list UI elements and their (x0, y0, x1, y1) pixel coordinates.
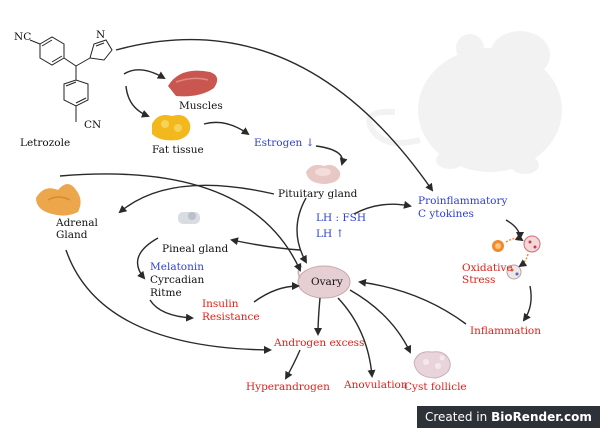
arrow-ovary-to-anovulation (337, 297, 376, 378)
melatonin-label: Melatonin (150, 261, 204, 273)
cyano-group-bottom: CN (84, 119, 101, 131)
cyst-follicle-label: Cyst follicle (404, 381, 467, 393)
pituitary-gland-label: Pituitary gland (278, 188, 358, 200)
arrow-pituitary-to-ovary (296, 197, 307, 264)
arrow-estrogen-to-pituitary (315, 145, 348, 166)
oxidative-stress-label-line2: Stress (462, 274, 495, 286)
arrow-inflammation-to-ovary (358, 278, 467, 325)
arrow-androgen-to-hyperandrogen (285, 349, 301, 380)
muscles-label: Muscles (179, 100, 223, 112)
proinflammatory-label-line1: Proinflammatory (418, 195, 508, 207)
arrow-cytokines-to-oxidative (505, 219, 524, 240)
anovulation-label: Anovulation (343, 379, 408, 391)
rat-watermark (366, 31, 562, 174)
pituitary-gland-icon (306, 164, 341, 184)
lh-up-label: LH ↑ (316, 228, 344, 240)
insulin-resistance-label-line1: Insulin (202, 298, 239, 310)
arrow-letrozole-to-fat (125, 85, 150, 118)
fat-tissue-label: Fat tissue (152, 144, 204, 156)
letrozole-label: Letrozole (20, 137, 70, 149)
arrow-insulin-to-ovary (253, 282, 300, 303)
badge-brand: BioRender.com (491, 410, 592, 424)
arrow-letrozole-to-cytokines (115, 38, 434, 192)
arrow-oxidative-to-inflammation (522, 285, 532, 322)
insulin-resistance-label-line2: Resistance (202, 311, 260, 323)
adrenal-gland-icon (36, 184, 81, 216)
pathway-arrows (59, 38, 532, 380)
circadian-label-line2: Ritme (150, 287, 182, 299)
arrow-ovary-to-pineal (230, 237, 301, 251)
proinflammatory-label-line2: C ytokines (418, 208, 474, 220)
adrenal-label-line2: Gland (56, 229, 88, 241)
arrow-letrozole-to-muscles (123, 69, 166, 80)
hyperandrogen-label: Hyperandrogen (246, 381, 330, 393)
letrozole-structure (29, 36, 113, 122)
androgen-excess-label: Androgen excess (273, 337, 364, 349)
pineal-gland-icon (178, 212, 200, 224)
arrow-adrenal-to-pineal-path (59, 173, 302, 272)
estrogen-label: Estrogen ↓ (254, 137, 314, 149)
pineal-gland-label: Pineal gland (162, 243, 228, 255)
arrow-circadian-to-insulin (149, 299, 194, 322)
arrow-pineal-to-circadian (136, 237, 159, 280)
badge-prefix: Created in (425, 410, 492, 424)
arrow-ovary-to-androgen (314, 297, 323, 336)
arrow-ovary-to-cyst (349, 289, 412, 354)
circadian-label-line1: Cyrcadian (150, 274, 204, 286)
triazole-n-label: N (96, 29, 105, 41)
lh-fsh-label: LH : FSH (316, 212, 366, 224)
arrow-fat-to-estrogen (203, 121, 250, 136)
muscle-icon (168, 70, 218, 97)
arrow-adrenal-to-androgen (65, 249, 272, 354)
oxidative-stress-label-line1: Oxidative (462, 262, 513, 274)
ovary-label: Ovary (311, 276, 343, 288)
arrow-pituitary-to-adrenal (118, 184, 275, 214)
inflammation-label: Inflammation (470, 325, 541, 337)
biorender-badge[interactable]: Created in BioRender.com bio (417, 406, 600, 428)
cyst-follicle-icon (413, 351, 451, 379)
arrow-lhfsh-to-cytokines (353, 200, 412, 215)
cyano-group-top: NC (14, 31, 31, 43)
fat-tissue-icon (152, 115, 191, 141)
adrenal-label-line1: Adrenal (55, 217, 99, 229)
